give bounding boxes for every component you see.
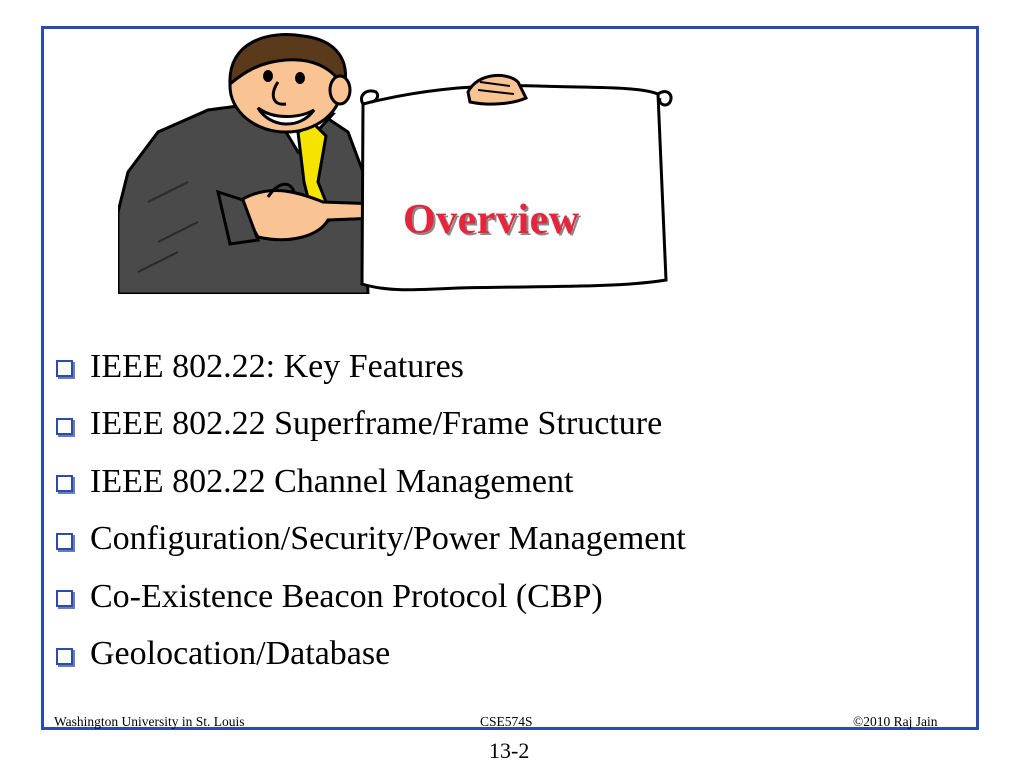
- presenter-holding-hand: [466, 73, 529, 106]
- bullet-text: Configuration/Security/Power Management: [90, 520, 686, 558]
- footer-institution: Washington University in St. Louis: [54, 714, 245, 729]
- presenter-illustration: [118, 33, 673, 294]
- bullet-item: IEEE 802.22: Key Features: [56, 338, 686, 396]
- bullet-text: IEEE 802.22 Channel Management: [90, 462, 574, 500]
- bullet-item: IEEE 802.22 Superframe/Frame Structure: [56, 396, 686, 454]
- page-number: 13-2: [489, 738, 530, 763]
- hollow-square-bullet-icon: [56, 647, 73, 665]
- hollow-square-bullet-icon: [56, 590, 73, 608]
- bullet-item: Configuration/Security/Power Management: [56, 511, 686, 569]
- scroll-paper: [360, 84, 668, 292]
- bullet-item: Co-Existence Beacon Protocol (CBP): [56, 568, 686, 626]
- bullet-list: IEEE 802.22: Key Features IEEE 802.22 Su…: [56, 338, 686, 683]
- bullet-text: IEEE 802.22 Superframe/Frame Structure: [90, 405, 663, 443]
- footer-course: CSE574S: [480, 714, 533, 729]
- slide-frame: [41, 26, 979, 730]
- bullet-text: IEEE 802.22: Key Features: [90, 347, 464, 385]
- bullet-item: IEEE 802.22 Channel Management: [56, 453, 686, 511]
- slide-title: Overview: [403, 197, 580, 243]
- hollow-square-bullet-icon: [56, 360, 73, 378]
- hollow-square-bullet-icon: [56, 417, 73, 435]
- hollow-square-bullet-icon: [56, 475, 73, 493]
- bullet-item: Geolocation/Database: [56, 626, 686, 684]
- hollow-square-bullet-icon: [56, 532, 73, 550]
- bullet-text: Co-Existence Beacon Protocol (CBP): [90, 577, 603, 615]
- bullet-text: Geolocation/Database: [90, 635, 391, 673]
- footer-copyright: ©2010 Raj Jain: [853, 714, 938, 729]
